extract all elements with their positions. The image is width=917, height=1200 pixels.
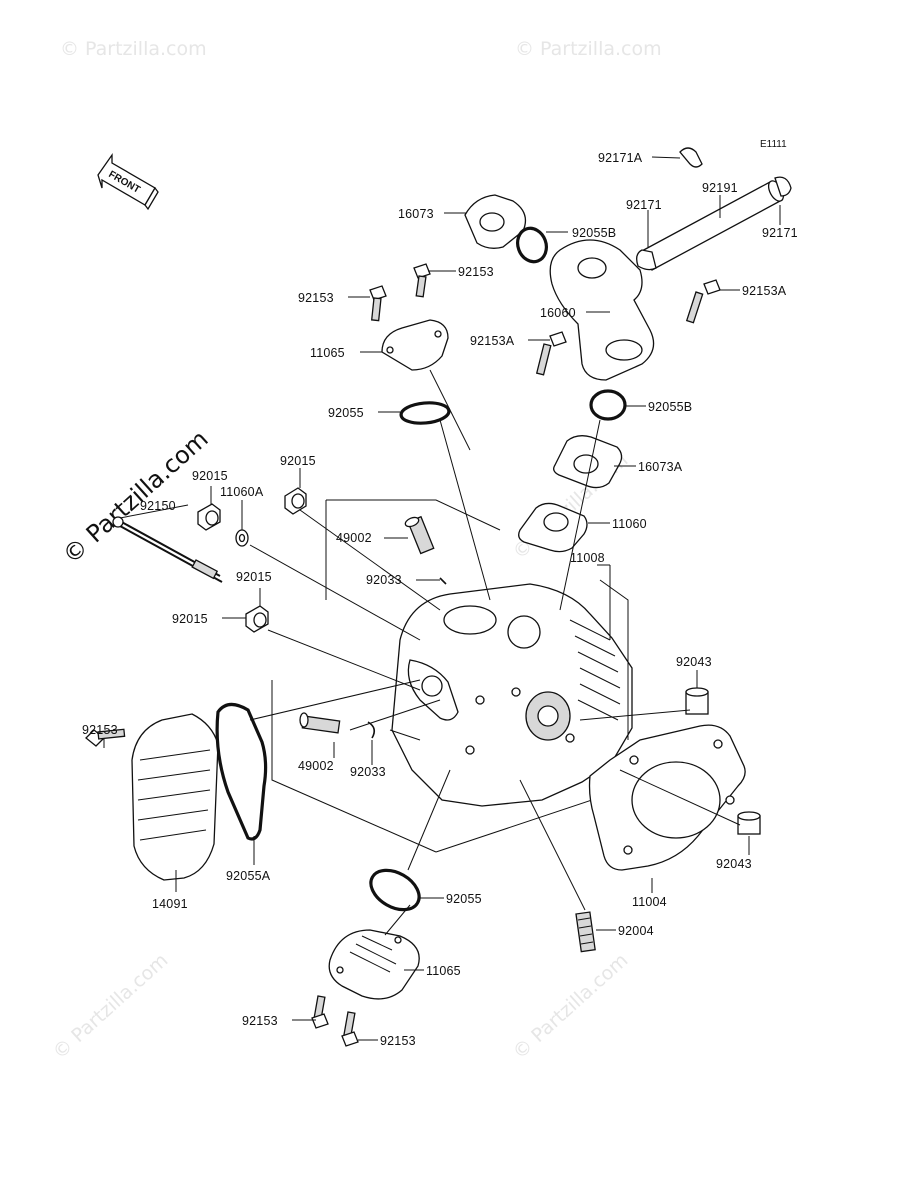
label-92153-e: 92153 [380, 1034, 416, 1048]
cap-11065-top [381, 319, 449, 371]
leader-lines [103, 156, 781, 1041]
label-11008: 11008 [570, 551, 605, 565]
label-92015-c: 92015 [236, 570, 272, 584]
stud-92150 [112, 516, 223, 583]
label-92015-b: 92015 [280, 454, 316, 468]
label-11065-top: 11065 [310, 346, 345, 360]
label-92055a: 92055A [226, 869, 271, 883]
diagram-code: E1111 [760, 139, 787, 150]
label-92055b-top: 92055B [572, 226, 616, 240]
o-ring-92055b-mid [589, 389, 627, 421]
label-49002-bottom: 49002 [298, 759, 334, 773]
watermark-bottom-left: © Partzilla.com [49, 949, 173, 1063]
label-92055b-mid: 92055B [648, 400, 692, 414]
label-92171-right: 92171 [762, 226, 798, 240]
label-92033-top: 92033 [366, 573, 402, 587]
watermark-bottom-right: © Partzilla.com [509, 949, 633, 1063]
cylinder-head-11008 [391, 583, 633, 807]
label-92191: 92191 [702, 181, 738, 195]
head-gasket-11004 [588, 724, 746, 871]
clip-92171a [679, 147, 703, 168]
watermark-big: © Partzilla.com [57, 425, 213, 570]
tappet-49002-top [404, 515, 435, 555]
insulator-16073 [464, 194, 527, 249]
label-92015-d: 92015 [172, 612, 208, 626]
label-14091: 14091 [152, 897, 188, 911]
clamp-92171-right [774, 176, 792, 197]
label-92153-c: 92153 [82, 723, 118, 737]
label-16073: 16073 [398, 207, 434, 221]
label-11004: 11004 [632, 895, 667, 909]
pin-92033-bottom [367, 721, 376, 739]
intake-pipe-16060 [549, 239, 655, 381]
cover-14091 [131, 713, 219, 881]
plug-92015-a [197, 503, 221, 531]
label-11060a: 11060A [220, 485, 264, 499]
gasket-11060 [518, 502, 588, 553]
gasket-92055a [215, 702, 268, 841]
dowel-92043-top [685, 687, 709, 715]
clamp-92171-left [636, 249, 657, 271]
label-92150: 92150 [140, 499, 176, 513]
reference-box [271, 499, 629, 853]
tappet-49002-bottom [299, 712, 341, 734]
watermark-top-left: © Partzilla.com [60, 38, 207, 60]
o-ring-92055-top [399, 401, 451, 425]
label-92153-a: 92153 [458, 265, 494, 279]
cap-11065-bottom [328, 929, 420, 1000]
bolt-92153a-mid [535, 331, 567, 376]
o-ring-92055b-top [516, 226, 548, 264]
part-labels: 92171A 92191 92171 92171 16073 92055B 92… [82, 151, 798, 1048]
label-92033-bottom: 92033 [350, 765, 386, 779]
label-92153a-mid: 92153A [470, 334, 515, 348]
label-92055-bottom: 92055 [446, 892, 482, 906]
front-arrow-icon: FRONT [97, 152, 159, 211]
stud-92004 [575, 911, 596, 953]
bolt-92153-e [341, 1011, 359, 1047]
label-92043-bottom: 92043 [716, 857, 752, 871]
bolt-92153-a [413, 263, 431, 298]
label-92153a-right: 92153A [742, 284, 787, 298]
label-92043-top: 92043 [676, 655, 712, 669]
bolt-92153-d [311, 995, 329, 1029]
label-16073a: 16073A [638, 460, 683, 474]
o-ring-92055-bottom [369, 868, 421, 912]
bolt-92153a-right [685, 279, 721, 324]
label-92055-top: 92055 [328, 406, 364, 420]
label-92153-b: 92153 [298, 291, 334, 305]
bolt-92153-b [369, 285, 387, 322]
label-49002-top: 49002 [336, 531, 372, 545]
pin-92033-top [439, 577, 447, 585]
watermark-top-right: © Partzilla.com [515, 38, 662, 60]
label-92153-d: 92153 [242, 1014, 278, 1028]
label-92004: 92004 [618, 924, 654, 938]
plug-92015-b [284, 487, 307, 515]
label-92171a: 92171A [598, 151, 643, 165]
label-92171-top: 92171 [626, 198, 662, 212]
label-11065-bottom: 11065 [426, 964, 461, 978]
bolt-92153-c [85, 728, 126, 747]
label-92015-a: 92015 [192, 469, 228, 483]
plug-92015-c [245, 605, 269, 633]
label-11060: 11060 [612, 517, 647, 531]
dowel-92043-bottom [737, 811, 761, 835]
label-16060: 16060 [540, 306, 576, 320]
